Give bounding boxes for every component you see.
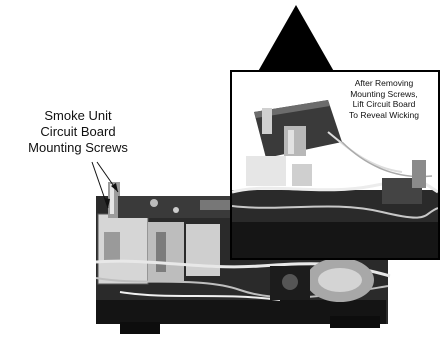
wicking <box>284 126 306 156</box>
inset-caption-line4: To Reveal Wicking <box>349 109 419 120</box>
main-label-line3: Mounting Screws <box>28 140 128 155</box>
inset-caption: After Removing Mounting Screws, Lift Cir… <box>328 78 438 120</box>
inset-caption-line3: Lift Circuit Board <box>352 99 416 109</box>
main-label-line1: Smoke Unit <box>44 108 112 123</box>
inset-photo <box>232 100 438 258</box>
inset-caption-line2: Mounting Screws, <box>350 88 418 99</box>
inset-caption-line1: After Removing <box>354 78 414 88</box>
main-label: Smoke Unit Circuit Board Mounting Screws <box>8 108 148 156</box>
inset-photo-frame: After Removing Mounting Screws, Lift Cir… <box>230 70 440 260</box>
main-label-line2: Circuit Board <box>40 124 116 139</box>
